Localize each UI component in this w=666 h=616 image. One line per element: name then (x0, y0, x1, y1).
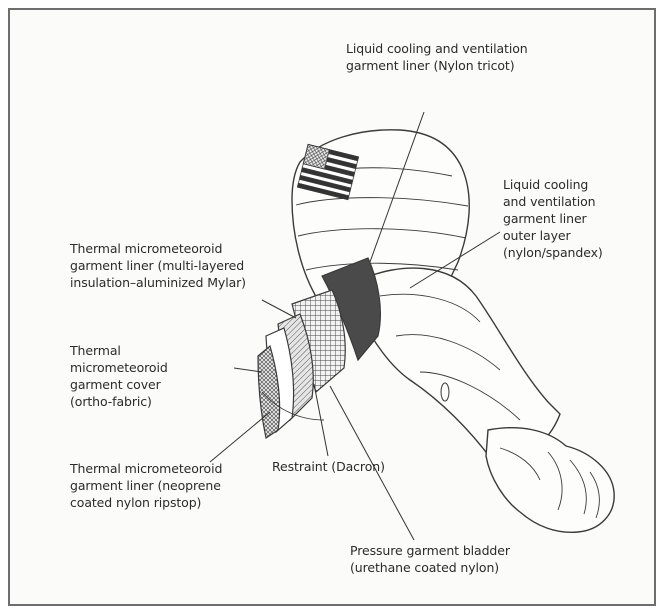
label-tmg-liner-mylar: Thermal micrometeoroid garment liner (mu… (70, 240, 246, 291)
label-pressure-bladder: Pressure garment bladder (urethane coate… (350, 542, 510, 576)
label-lcvg-outer-layer: Liquid cooling and ventilation garment l… (503, 176, 603, 261)
label-tmg-liner-neoprene: Thermal micrometeoroid garment liner (ne… (70, 460, 222, 511)
label-tmg-cover: Thermal micrometeoroid garment cover (or… (70, 342, 168, 410)
glove (486, 428, 614, 533)
label-lcvg-liner: Liquid cooling and ventilation garment l… (346, 40, 528, 74)
label-restraint: Restraint (Dacron) (272, 458, 385, 475)
